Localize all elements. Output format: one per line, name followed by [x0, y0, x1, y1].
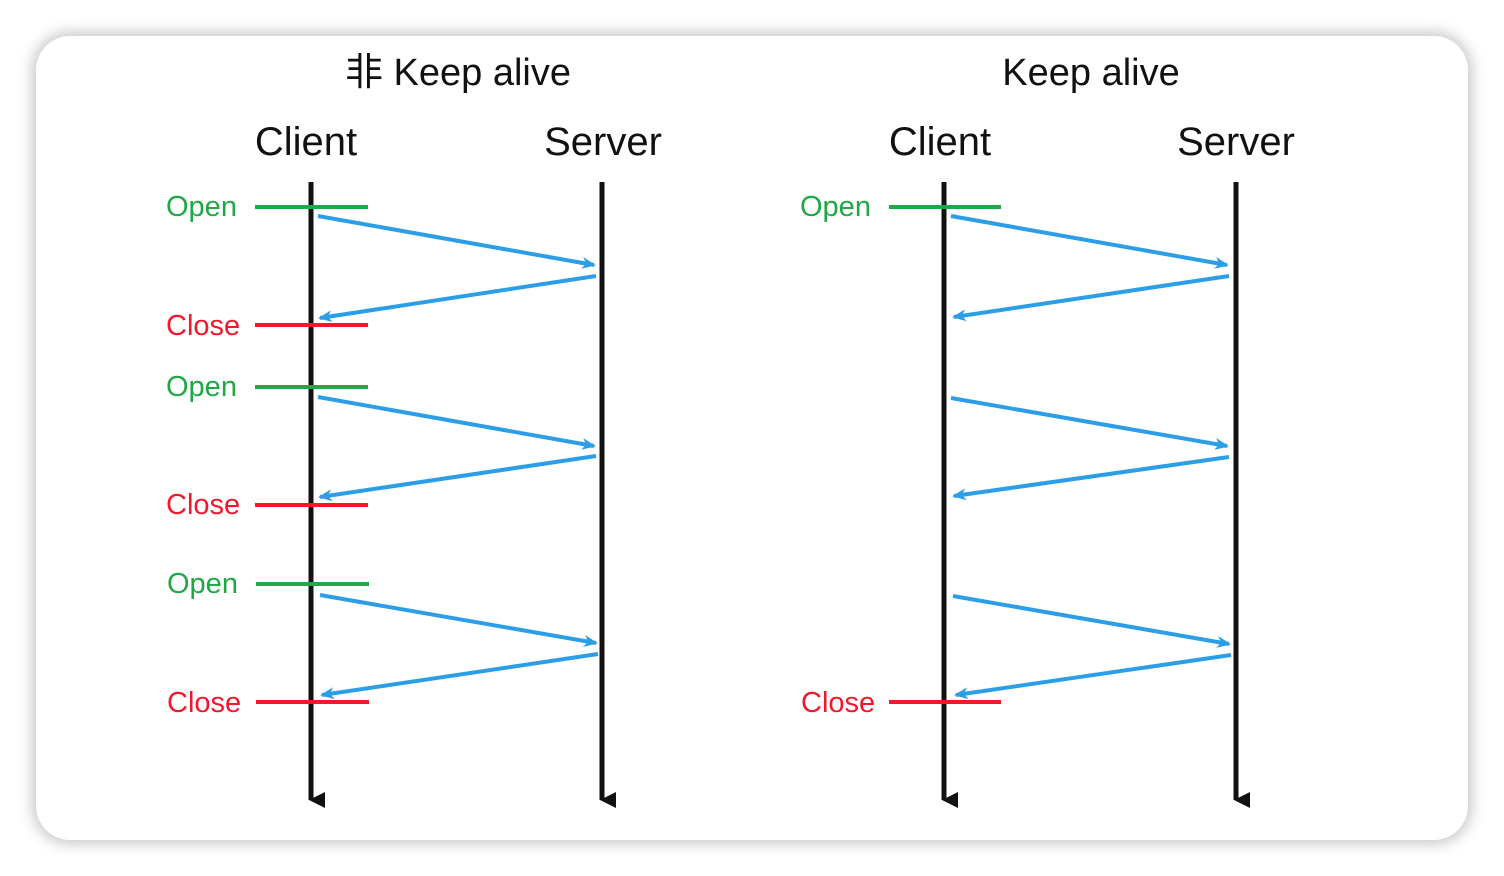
request-arrow	[317, 395, 596, 450]
request-arrow	[952, 594, 1231, 648]
panel-title: Keep alive	[1002, 52, 1179, 94]
close-label: Close	[801, 687, 875, 719]
request-arrow	[950, 214, 1229, 269]
close-label: Close	[166, 310, 240, 342]
client-heading: Client	[255, 120, 357, 164]
request-arrow	[317, 214, 596, 269]
response-arrow	[318, 274, 597, 323]
response-arrow	[952, 274, 1230, 322]
client-heading: Client	[889, 120, 991, 164]
server-heading: Server	[1177, 120, 1295, 164]
open-label: Open	[166, 191, 237, 223]
open-label: Open	[166, 371, 237, 403]
diagram-card	[36, 36, 1468, 840]
open-label: Open	[167, 568, 238, 600]
response-arrow	[954, 653, 1232, 700]
response-arrow	[320, 652, 599, 700]
panel-title: 非 Keep alive	[345, 52, 571, 94]
response-arrow	[952, 455, 1230, 501]
response-arrow	[318, 454, 597, 502]
close-label: Close	[166, 489, 240, 521]
request-arrow	[950, 396, 1229, 450]
open-label: Open	[800, 191, 871, 223]
panel-non-keep-alive: 非 Keep alive Client Server Open Close Op…	[166, 52, 662, 808]
request-arrow	[319, 593, 598, 647]
server-heading: Server	[544, 120, 662, 164]
panel-keep-alive: Keep alive Client Server Open Close	[800, 52, 1295, 808]
close-label: Close	[167, 687, 241, 719]
